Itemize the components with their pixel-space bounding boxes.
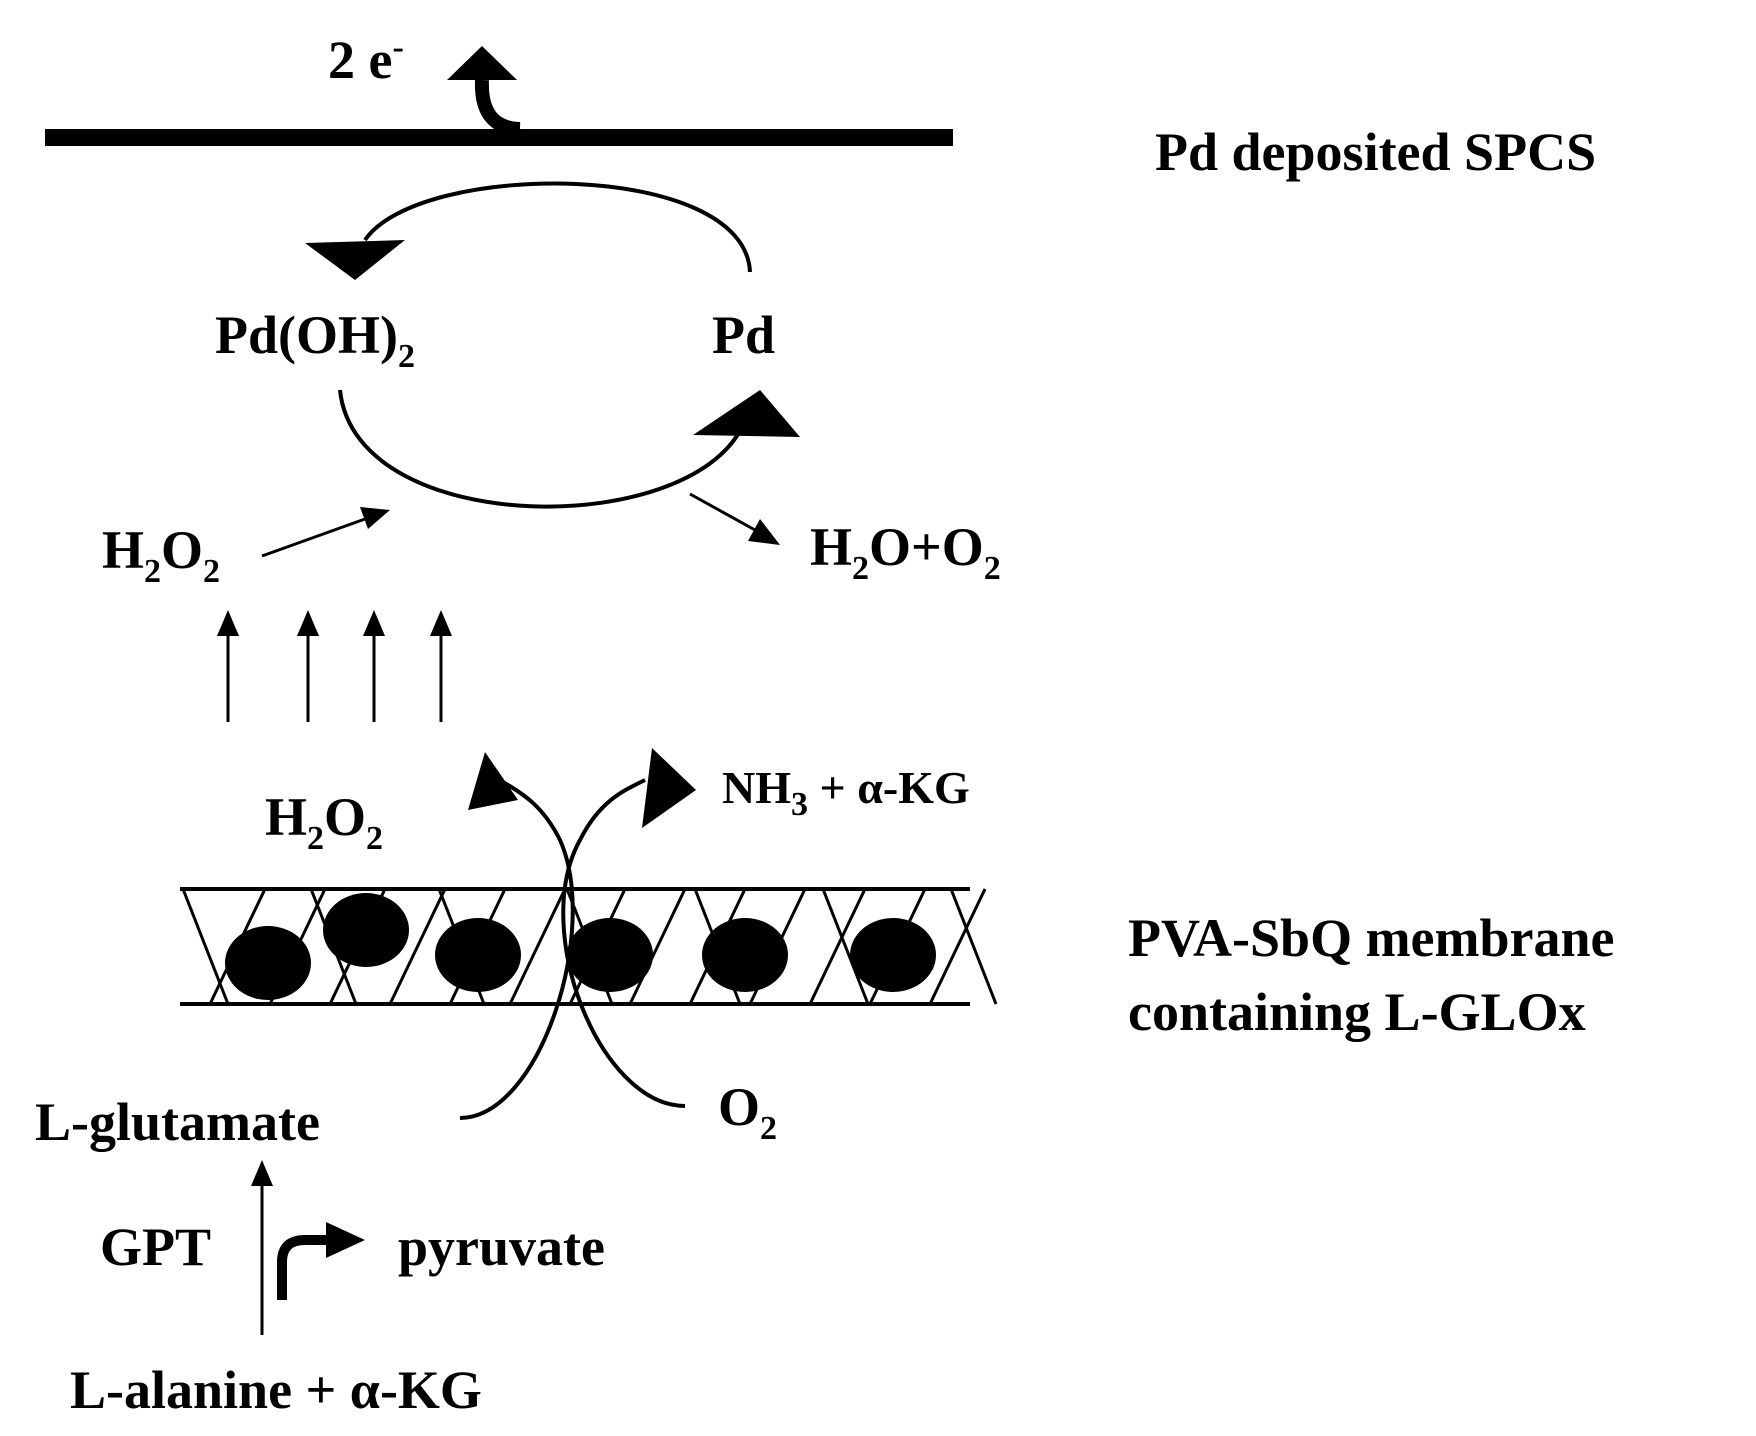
electron-arrowhead [447, 46, 517, 80]
membrane-hatch-line [388, 888, 447, 1005]
substrates-label: L-alanine + α-KG [70, 1360, 482, 1420]
pyruvate-branch-arrow [277, 1235, 330, 1300]
nh3-out-arrowhead [642, 748, 696, 828]
pd-hydroxide-label: Pd(OH)2 [215, 305, 415, 375]
nh3-akg-label: NH3 + α-KG [722, 762, 970, 823]
membrane-hatch-line [808, 888, 867, 1005]
h2o2-in-arrow [261, 517, 366, 558]
membrane-hatch-line [949, 888, 998, 1005]
membrane-hatch-line [928, 888, 987, 1005]
membrane-hatch-line [821, 888, 870, 1005]
electron-arrow [474, 79, 521, 136]
membrane-hatch-line [181, 888, 230, 1005]
water-oxygen-label: H2O+O2 [810, 517, 1001, 587]
cycle-lower-arrowhead [693, 390, 800, 437]
membrane-label-line1: PVA-SbQ membrane [1128, 908, 1615, 968]
membrane-hatch-line [508, 888, 567, 1005]
pyruvate-branch-arrowhead [326, 1222, 365, 1258]
water-out-arrowhead [748, 519, 780, 545]
pd-label: Pd [712, 305, 775, 365]
h2o2-membrane-label: H2O2 [265, 787, 383, 857]
h2o2-left-label: H2O2 [102, 520, 220, 590]
membrane-label-line2: containing L-GLOx [1128, 982, 1586, 1042]
h2o2-in-arrowhead [360, 507, 390, 529]
enzyme-beads [225, 893, 936, 1000]
electrode-bar [45, 129, 953, 146]
electron-label: 2 e- [328, 29, 404, 90]
membrane-layer [180, 887, 998, 1006]
electrode-label: Pd deposited SPCS [1155, 122, 1596, 182]
cycle-upper-arrowhead [305, 240, 405, 280]
pyruvate-label: pyruvate [398, 1217, 605, 1277]
enzyme-bead [323, 893, 409, 967]
enzyme-bead [702, 918, 788, 992]
enzyme-bead [225, 926, 311, 1000]
water-out-arrow [689, 492, 756, 532]
oxygen-label: O2 [718, 1077, 777, 1147]
gpt-reaction-arrowhead [251, 1160, 273, 1186]
enzyme-bead [850, 918, 936, 992]
gpt-label: GPT [100, 1217, 211, 1277]
membrane-hatch-line [628, 888, 687, 1005]
cycle-upper-arc [363, 181, 752, 273]
h2o2-out-arrowhead [468, 752, 518, 810]
diffusion-arrows [217, 610, 452, 722]
oxygen-to-products-curve [561, 778, 686, 1108]
cycle-lower-arc [338, 389, 747, 509]
enzyme-bead [435, 918, 521, 992]
l-glutamate-label: L-glutamate [35, 1092, 320, 1152]
enzyme-bead [567, 918, 653, 992]
